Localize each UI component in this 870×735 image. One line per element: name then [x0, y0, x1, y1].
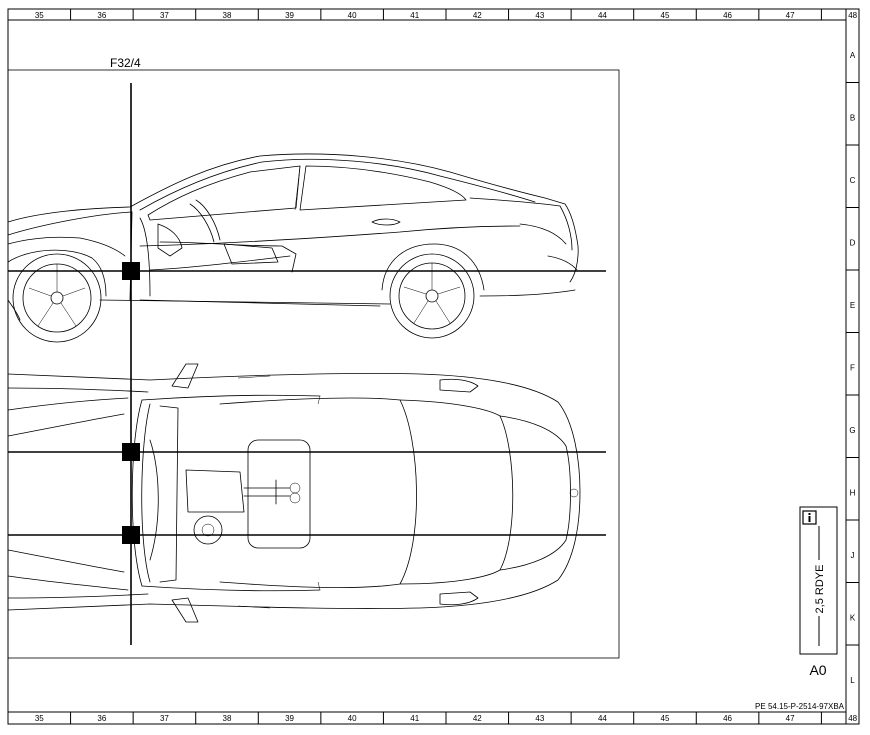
- connector-label: A0: [809, 662, 826, 678]
- column-number: 37: [160, 11, 169, 20]
- row-letter: J: [851, 551, 855, 560]
- row-letter: A: [850, 51, 856, 60]
- sheet-frame: [7, 8, 860, 725]
- row-letter: E: [850, 301, 855, 310]
- top-column-ruler: 35 36 37 38 39 40 41 42 43 44 45 46 47 48: [35, 9, 858, 20]
- column-number: 37: [160, 714, 169, 723]
- column-number: 40: [348, 714, 357, 723]
- wire-spec-label: 2,5 RDYE: [814, 565, 826, 614]
- column-number: 48: [848, 11, 857, 20]
- column-number: 43: [535, 714, 544, 723]
- row-letter: B: [850, 114, 855, 123]
- row-letter: K: [850, 614, 856, 623]
- column-number: 48: [848, 714, 857, 723]
- component-label: F32/4: [110, 56, 141, 70]
- bottom-column-ruler: 35 36 37 38 39 40 41 42 43 44 45 46 47 48: [35, 712, 858, 724]
- column-number: 41: [410, 11, 419, 20]
- column-number: 39: [285, 11, 294, 20]
- reference-lines: [8, 83, 606, 645]
- column-number: 38: [223, 714, 232, 723]
- column-number: 46: [723, 11, 732, 20]
- column-number: 47: [786, 714, 795, 723]
- column-number: 45: [661, 11, 670, 20]
- column-number: 36: [97, 11, 106, 20]
- column-number: 45: [661, 714, 670, 723]
- column-number: 35: [35, 714, 44, 723]
- row-letter: H: [850, 489, 856, 498]
- column-number: 39: [285, 714, 294, 723]
- column-number: 36: [97, 714, 106, 723]
- column-number: 47: [786, 11, 795, 20]
- wire-info-box: 2,5 RDYE A0: [799, 506, 838, 678]
- row-letter: C: [850, 176, 856, 185]
- component-location-marker-side[interactable]: [122, 262, 140, 280]
- right-row-ruler: A B C D E F G H J K L: [846, 51, 859, 685]
- car-side-view: [7, 153, 579, 343]
- column-number: 43: [535, 11, 544, 20]
- document-code: PE 54.15-P-2514-97XBA: [755, 702, 845, 711]
- column-number: 42: [473, 714, 482, 723]
- row-letter: D: [850, 239, 856, 248]
- row-letter: L: [850, 676, 855, 685]
- drawing-panel: [7, 69, 620, 659]
- component-location-marker-top-1[interactable]: [122, 443, 140, 461]
- wire-info-frame: [799, 506, 838, 655]
- row-letter: F: [850, 364, 855, 373]
- car-top-view: [7, 363, 581, 623]
- component-location-marker-top-2[interactable]: [122, 526, 140, 544]
- column-number: 41: [410, 714, 419, 723]
- column-number: 46: [723, 714, 732, 723]
- column-number: 40: [348, 11, 357, 20]
- column-number: 35: [35, 11, 44, 20]
- column-number: 44: [598, 714, 607, 723]
- column-number: 42: [473, 11, 482, 20]
- column-number: 38: [223, 11, 232, 20]
- column-number: 44: [598, 11, 607, 20]
- row-letter: G: [849, 426, 855, 435]
- info-icon[interactable]: [802, 510, 817, 525]
